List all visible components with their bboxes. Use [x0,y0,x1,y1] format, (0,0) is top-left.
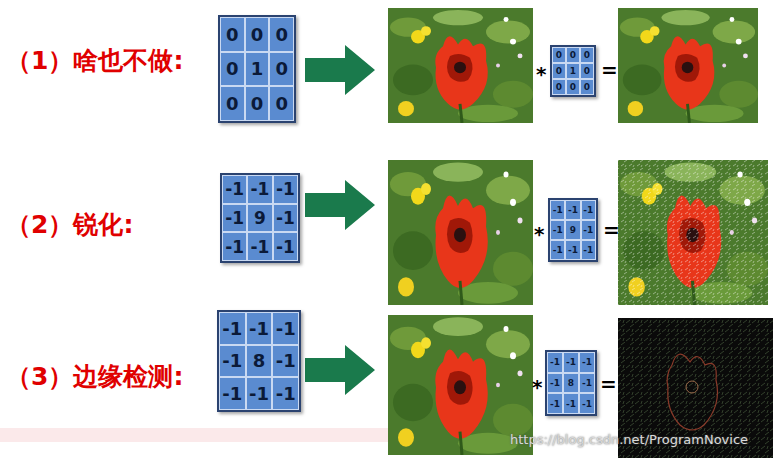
kernel-matrix: -1-1-1-18-1-1-1-1 [545,350,597,416]
kernel-value: -1 [246,312,273,345]
kernel-value: -1 [222,204,247,233]
kernel-value: -1 [550,200,565,220]
kernel-value: -1 [563,393,579,414]
kernel-value: -1 [547,393,563,414]
kernel-value: 0 [566,47,580,63]
kernel-value: 0 [580,63,594,79]
kernel-value: -1 [219,345,246,378]
kernel-value: -1 [581,200,596,220]
kernel-value: -1 [247,232,272,261]
kernel-value: 1 [566,63,580,79]
kernel-value: 0 [580,47,594,63]
equals-sign: = [603,218,620,242]
kernel-value: -1 [579,373,595,394]
edge-outline [686,381,698,393]
watermark: https://blog.csdn.net/ProgramNovice [510,432,748,447]
kernel-value: 0 [269,17,294,52]
kernel-value: -1 [565,240,580,260]
flower-photo [388,8,533,123]
kernel-value: -1 [219,377,246,410]
kernel-value: 0 [269,86,294,121]
row-title: （2）锐化: [6,208,133,241]
kernel-value: -1 [547,373,563,394]
kernel-value: -1 [247,175,272,204]
kernel-value: -1 [550,220,565,240]
convolution-operator: * [536,62,546,86]
kernel-value: 0 [220,52,245,87]
kernel-value: -1 [581,240,596,260]
edge-outline [667,354,717,430]
kernel-value: -1 [272,312,299,345]
kernel-value: -1 [219,312,246,345]
kernel-value: -1 [563,352,579,373]
row-title: （3）边缘检测: [6,360,183,393]
kernel-value: 0 [552,63,566,79]
kernel-matrix: -1-1-1-19-1-1-1-1 [548,198,598,262]
kernel-value: 9 [565,220,580,240]
kernel-value: -1 [547,352,563,373]
green-arrow [305,345,375,395]
kernel-value: 8 [563,373,579,394]
kernel-value: 0 [245,86,270,121]
kernel-value: -1 [246,377,273,410]
kernel-value: 9 [247,204,272,233]
sharpen-texture [618,160,768,305]
kernel-value: -1 [273,204,298,233]
sharpened-photo [618,160,768,305]
equals-sign: = [601,58,618,82]
kernel-value: -1 [273,232,298,261]
kernel-value: 0 [220,17,245,52]
kernel-value: 0 [552,79,566,95]
kernel-matrix: -1-1-1-19-1-1-1-1 [220,173,300,263]
kernel-matrix: 000010000 [550,45,596,97]
convolution-operator: * [532,375,542,399]
kernel-matrix: -1-1-1-18-1-1-1-1 [217,310,301,412]
kernel-value: -1 [272,345,299,378]
kernel-value: -1 [272,377,299,410]
row-title: （1）啥也不做: [6,44,183,77]
convolution-operator: * [534,222,544,246]
kernel-value: 0 [552,47,566,63]
kernel-value: 0 [220,86,245,121]
kernel-value: 1 [245,52,270,87]
kernel-value: 0 [580,79,594,95]
flower-photo [618,8,758,123]
kernel-value: -1 [550,240,565,260]
kernel-value: -1 [273,175,298,204]
kernel-value: -1 [222,175,247,204]
kernel-value: -1 [565,200,580,220]
flower-photo [388,160,533,305]
kernel-value: 0 [566,79,580,95]
kernel-value: 8 [246,345,273,378]
kernel-value: -1 [579,352,595,373]
equals-sign: = [600,372,617,396]
green-arrow [305,45,375,95]
kernel-matrix: 000010000 [218,15,296,123]
kernel-value: 0 [245,17,270,52]
kernel-value: 0 [269,52,294,87]
kernel-value: -1 [579,393,595,414]
kernel-value: -1 [581,220,596,240]
green-arrow [305,180,375,230]
kernel-value: -1 [222,232,247,261]
